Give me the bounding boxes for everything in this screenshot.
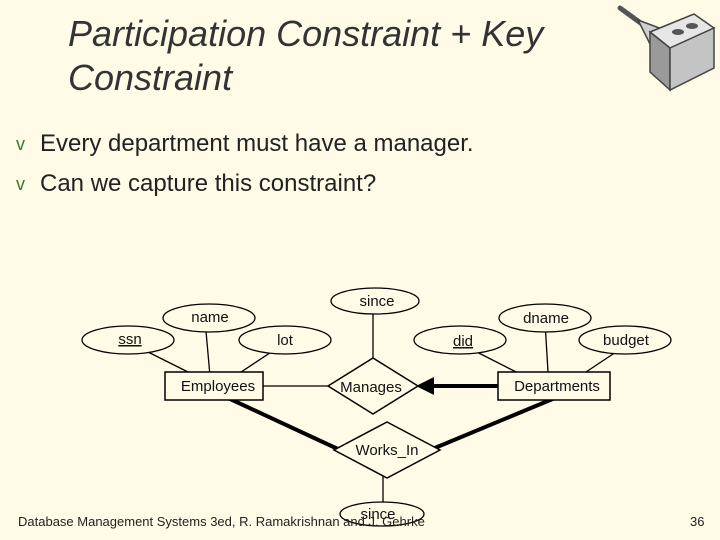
bullet-text: Every department must have a manager. [40,130,474,157]
bullet-text: Can we capture this constraint? [40,170,377,197]
cinder-block-trowel-icon [612,2,716,99]
page-number: 36 [690,514,705,529]
participation-lines [227,384,556,452]
label-lot: lot [277,332,294,349]
label-departments: Departments [514,378,600,395]
relationship-manages [326,357,420,415]
label-name: name [191,309,229,326]
label-since-works-in: since [360,506,395,523]
attribute-dname [498,303,592,333]
attribute-name [162,303,256,333]
label-since-manages: since [359,293,394,310]
label-budget: budget [603,332,650,349]
label-dname: dname [523,310,569,327]
attribute-budget [578,325,672,355]
key-constraint-arrow-icon [416,377,434,395]
total-participation-employees-works-in [227,396,341,452]
attribute-ssn [81,325,175,355]
slide-title: Participation Constraint + Key Constrain… [68,13,544,98]
label-works-in: Works_In [355,442,418,459]
bullet-item: v Can we capture this constraint? [16,164,474,204]
bullet-list: v Every department must have a manager. … [16,124,474,204]
attribute-lot [238,325,332,355]
bullet-mark: v [16,173,25,194]
label-employees: Employees [181,378,255,395]
bullet-mark: v [16,133,25,154]
entity-employees [164,371,264,401]
relationship-works-in [332,421,442,479]
attribute-since-works-in [339,501,425,527]
entity-departments [497,371,611,401]
attribute-since-manages [330,287,420,315]
slide-footer: Database Management Systems 3ed, R. Rama… [18,514,425,529]
attribute-did [413,325,507,355]
total-participation-departments-works-in [429,396,556,452]
bullet-item: v Every department must have a manager. [16,124,474,164]
label-did: did [453,333,473,350]
label-ssn: ssn [118,331,141,348]
label-manages: Manages [340,379,402,396]
